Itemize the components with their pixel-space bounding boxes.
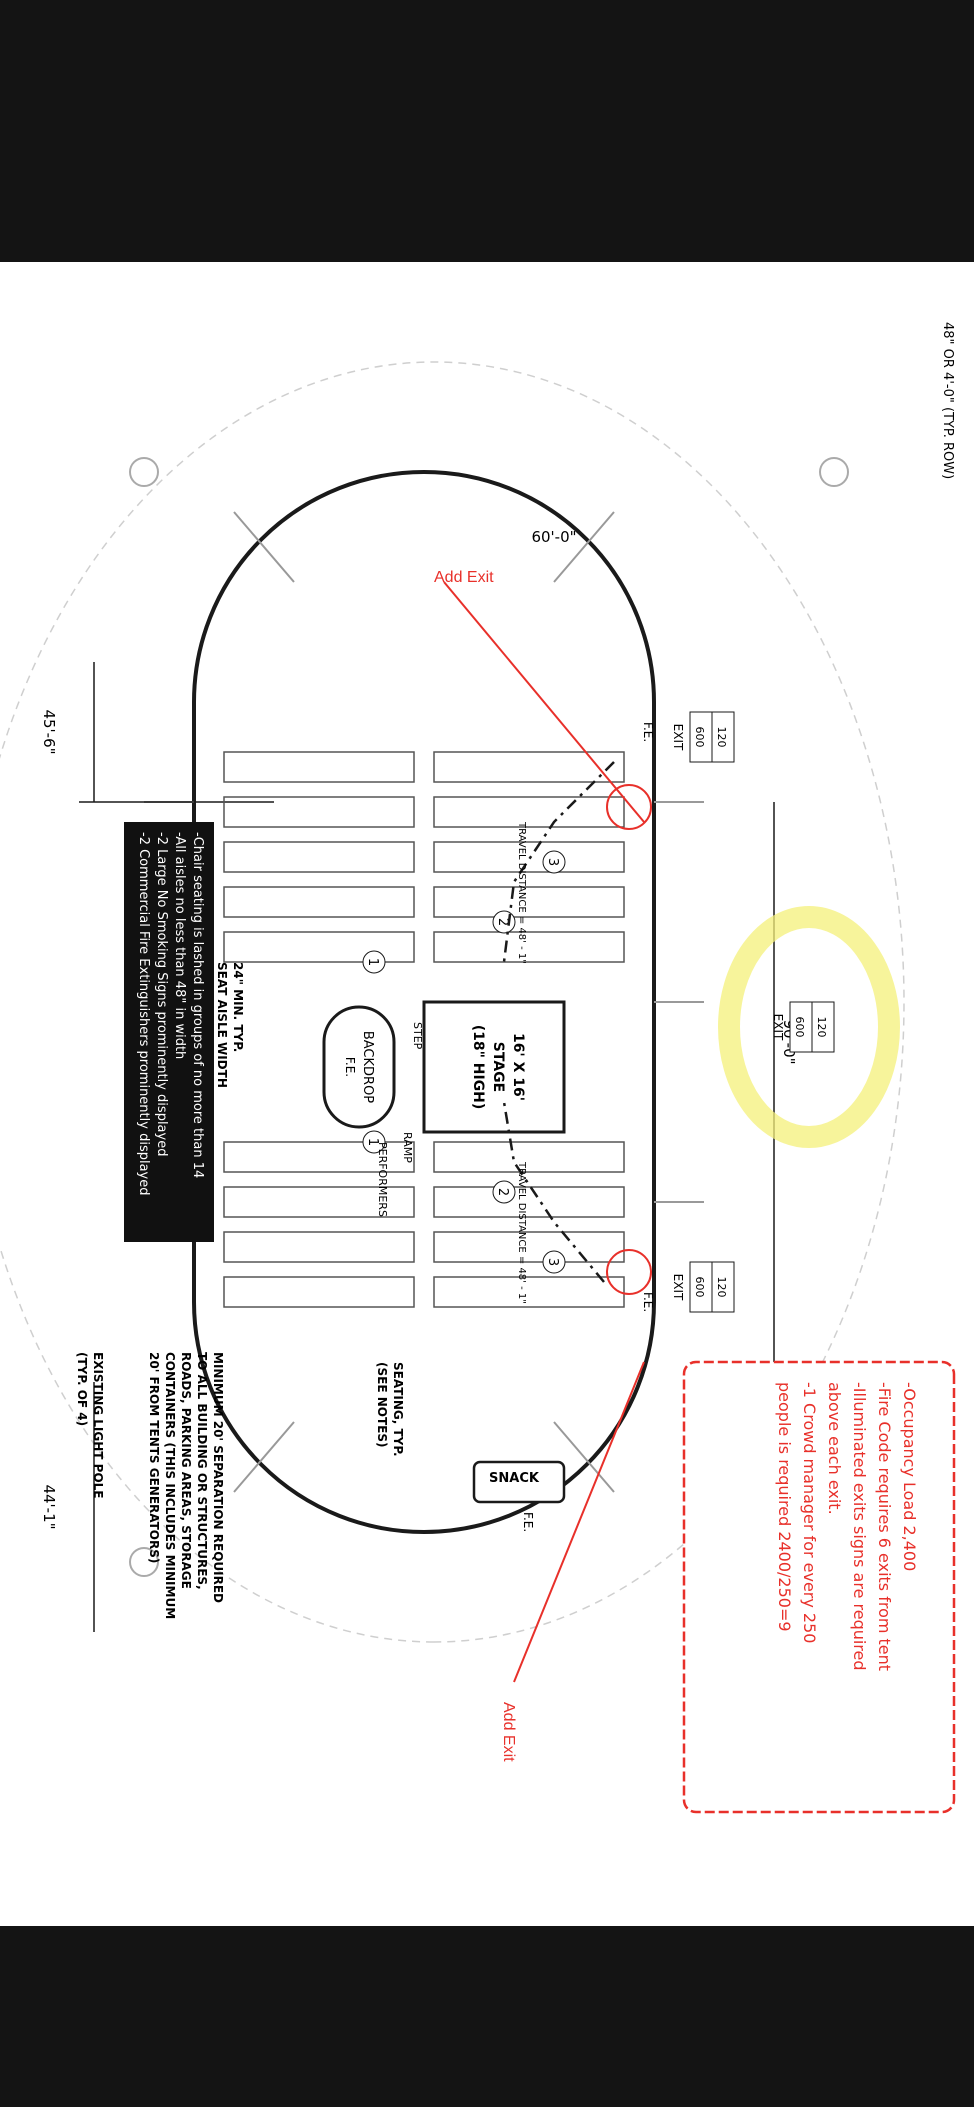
svg-text:above each exit.: above each exit. <box>825 1382 844 1515</box>
svg-text:MINIMUM 20' SEPARATION REQUIRE: MINIMUM 20' SEPARATION REQUIRED <box>211 1352 225 1603</box>
fire-extinguisher-label: F.E. F.E. F.E. <box>521 722 655 1532</box>
backdrop-label: BACKDROP <box>360 1031 375 1103</box>
notes-box <box>124 822 214 1242</box>
svg-text:2: 2 <box>495 1188 510 1196</box>
drawing-page: 90'-0" 60'-0" 45'-6" 44'-1" 48" OR 4'-0"… <box>0 262 974 1926</box>
backdrop-fe: F.E. <box>343 1057 357 1077</box>
svg-text:1: 1 <box>365 958 380 966</box>
stage <box>422 1000 566 1134</box>
dim-right: 44'-1" <box>40 1484 58 1529</box>
svg-text:600: 600 <box>693 1277 706 1298</box>
svg-text:-Fire Code requires 6 exits fr: -Fire Code requires 6 exits from tent <box>875 1382 894 1671</box>
svg-text:2: 2 <box>495 918 510 926</box>
ramp-label: RAMP <box>401 1132 414 1163</box>
svg-text:people is required 2400/250=9: people is required 2400/250=9 <box>775 1382 794 1632</box>
svg-text:SEATING, TYP.: SEATING, TYP. <box>391 1362 405 1457</box>
callout-separation: MINIMUM 20' SEPARATION REQUIRED TO ALL B… <box>147 1352 225 1619</box>
svg-text:F.E.: F.E. <box>641 722 655 742</box>
notes-text: -Chair seating is lashed in groups of no… <box>136 832 205 1196</box>
add-exit-left: Add Exit <box>434 569 494 586</box>
dimension-lines <box>79 662 775 1632</box>
highlight-circle <box>718 906 900 1148</box>
exit-marker: 120 600 EXIT <box>671 711 735 763</box>
svg-text:3: 3 <box>545 1258 560 1266</box>
exit-marker-highlighted: 120 600 EXIT <box>771 1001 835 1053</box>
stage-line1: 16' X 16' <box>510 1033 526 1101</box>
rotated-drawing: 90'-0" 60'-0" 45'-6" 44'-1" 48" OR 4'-0"… <box>0 262 974 1926</box>
svg-text:(TYP. OF 4): (TYP. OF 4) <box>75 1352 89 1426</box>
travel-distance-2: TRAVEL DISTANCE = 48' - 1" <box>516 1161 527 1304</box>
exit-marker: 120 600 EXIT <box>671 1261 735 1313</box>
svg-text:EXISTING LIGHT POLE: EXISTING LIGHT POLE <box>91 1352 105 1498</box>
svg-text:EXIT: EXIT <box>771 1014 785 1041</box>
snack-label: SNACK <box>489 1471 540 1486</box>
svg-text:SEAT AISLE WIDTH: SEAT AISLE WIDTH <box>215 962 229 1088</box>
snack-booth <box>472 1460 566 1504</box>
seating-rows <box>223 751 625 1308</box>
add-exit-right: Add Exit <box>500 1702 517 1762</box>
add-exit-marker <box>443 581 652 1683</box>
svg-text:EXIT: EXIT <box>671 724 685 751</box>
svg-text:F.E.: F.E. <box>521 1512 535 1532</box>
svg-text:120: 120 <box>815 1017 828 1038</box>
travel-path <box>502 761 615 963</box>
bottom-black-bar <box>0 1926 974 2107</box>
travel-path-2 <box>502 1101 605 1283</box>
svg-text:-Illuminated exits signs are r: -Illuminated exits signs are required <box>850 1382 869 1671</box>
svg-text:ROADS, PARKING AREAS, STORAGE: ROADS, PARKING AREAS, STORAGE <box>179 1352 193 1589</box>
svg-text:-Chair seating is lashed in gr: -Chair seating is lashed in groups of no… <box>190 832 205 1178</box>
performers-label: PERFORMERS <box>376 1142 389 1217</box>
backdrop <box>322 1005 396 1129</box>
travel-distance-1: TRAVEL DISTANCE = 48' - 1" <box>516 821 527 964</box>
svg-text:EXIT: EXIT <box>671 1274 685 1301</box>
svg-text:20' FROM TENTS GENERATORS): 20' FROM TENTS GENERATORS) <box>147 1352 161 1563</box>
svg-text:120: 120 <box>715 727 728 748</box>
stage-step: STEP <box>411 1022 424 1050</box>
svg-text:600: 600 <box>693 727 706 748</box>
stage-line2: STAGE <box>490 1042 506 1092</box>
site-plan: 90'-0" 60'-0" 45'-6" 44'-1" 48" OR 4'-0"… <box>0 322 956 1814</box>
svg-text:600: 600 <box>793 1017 806 1038</box>
svg-text:-1 Crowd manager for every 250: -1 Crowd manager for every 250 <box>800 1382 819 1643</box>
top-black-bar <box>0 0 974 262</box>
callout-seating: SEATING, TYP. (SEE NOTES) <box>375 1362 405 1457</box>
clearance-ellipse <box>0 361 905 1643</box>
row-markers: 1 2 3 1 2 3 <box>362 850 566 1274</box>
dim-60: 60'-0" <box>531 528 576 546</box>
red-notes-box <box>682 1360 956 1814</box>
red-notes-text: -Occupancy Load 2,400 -Fire Code require… <box>775 1382 919 1671</box>
exit-aisle-note: 48" OR 4'-0" (TYP. ROW) <box>940 322 955 479</box>
svg-text:24" MIN. TYP.: 24" MIN. TYP. <box>231 962 245 1052</box>
callout-light-pole: EXISTING LIGHT POLE (TYP. OF 4) <box>75 1352 105 1498</box>
svg-text:120: 120 <box>715 1277 728 1298</box>
svg-text:-2 Commercial Fire Extinguishe: -2 Commercial Fire Extinguishers promine… <box>136 832 151 1196</box>
svg-text:1: 1 <box>365 1138 380 1146</box>
svg-text:3: 3 <box>545 858 560 866</box>
dim-left: 45'-6" <box>40 709 58 754</box>
svg-text:TO ALL BUILDING OR STRUCTURES,: TO ALL BUILDING OR STRUCTURES, <box>195 1352 209 1590</box>
svg-text:CONTAINERS (THIS INCLUDES MINI: CONTAINERS (THIS INCLUDES MINIMUM <box>163 1352 177 1619</box>
svg-text:-All aisles no less than 48" i: -All aisles no less than 48" in width <box>172 832 187 1059</box>
svg-text:(SEE NOTES): (SEE NOTES) <box>375 1362 389 1447</box>
svg-text:-2 Large No Smoking Signs prom: -2 Large No Smoking Signs prominently di… <box>154 832 169 1156</box>
svg-text:-Occupancy Load 2,400: -Occupancy Load 2,400 <box>900 1382 919 1571</box>
svg-text:F.E.: F.E. <box>641 1292 655 1312</box>
callout-seat-aisle: 24" MIN. TYP. SEAT AISLE WIDTH <box>215 962 245 1088</box>
stage-line3: (18" HIGH) <box>470 1025 486 1110</box>
